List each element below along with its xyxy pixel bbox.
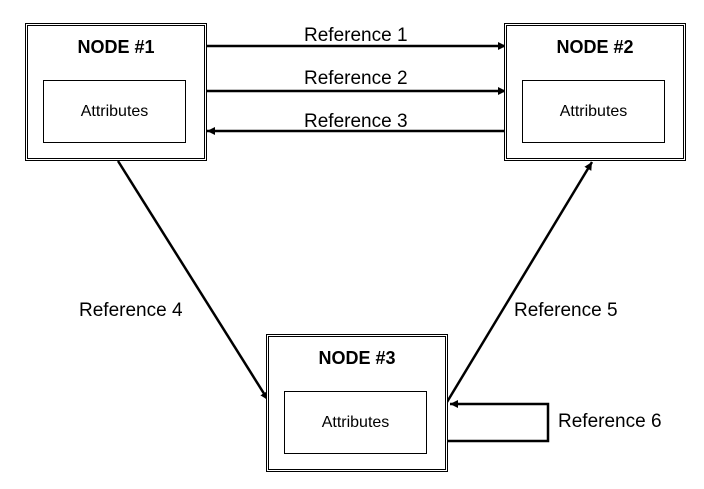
edge-reference-5	[445, 161, 594, 403]
edge-label-reference-1: Reference 1	[304, 25, 408, 46]
edge-label-reference-3: Reference 3	[304, 111, 408, 132]
node-2-attributes-box: Attributes	[522, 80, 665, 143]
node-2-title: NODE #2	[556, 37, 634, 57]
node-1-attributes-label: Attributes	[80, 102, 149, 120]
edge-label-reference-6: Reference 6	[558, 411, 662, 432]
edge-reference-6	[448, 400, 550, 443]
edge-label-reference-5: Reference 5	[514, 300, 618, 321]
node-2-attributes-label: Attributes	[559, 102, 628, 120]
node-1: NODE #1 Attributes	[25, 23, 207, 161]
node-1-title: NODE #1	[77, 37, 155, 57]
node-3-attributes-label: Attributes	[321, 413, 390, 431]
node-3: NODE #3 Attributes	[266, 334, 448, 472]
node-3-attributes-box: Attributes	[284, 391, 427, 454]
edge-label-reference-4: Reference 4	[79, 300, 183, 321]
node-2: NODE #2 Attributes	[504, 23, 686, 161]
node-1-attributes-box: Attributes	[43, 80, 186, 143]
node-3-title: NODE #3	[318, 348, 396, 368]
edge-label-reference-2: Reference 2	[304, 68, 408, 89]
edge-reference-4	[116, 160, 270, 401]
